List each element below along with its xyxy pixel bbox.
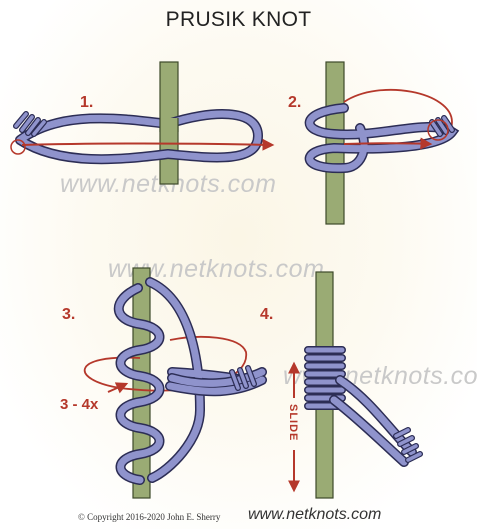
pass-through-arrow: [22, 144, 272, 146]
step-label-1: 1.: [80, 94, 93, 112]
rope-loop: [20, 114, 258, 159]
fishermans-knot: [16, 114, 44, 134]
step-2-figure: [310, 62, 452, 224]
step-1-figure: [11, 62, 272, 184]
step-label-3: 3.: [62, 306, 75, 324]
pass-through-arrow: [344, 143, 430, 144]
slide-label: SLIDE: [287, 404, 299, 441]
copyright-notice: © Copyright 2016-2020 John E. Sherry: [78, 512, 220, 522]
website-credit: www.netknots.com: [248, 506, 381, 524]
hanging-loop: [334, 380, 412, 462]
step-4-figure: [294, 272, 420, 498]
step-label-2: 2.: [288, 94, 301, 112]
pole: [326, 62, 344, 224]
repeat-count-label: 3 - 4x: [60, 396, 98, 413]
step-label-4: 4.: [260, 306, 273, 324]
step-3-figure: [85, 268, 262, 498]
